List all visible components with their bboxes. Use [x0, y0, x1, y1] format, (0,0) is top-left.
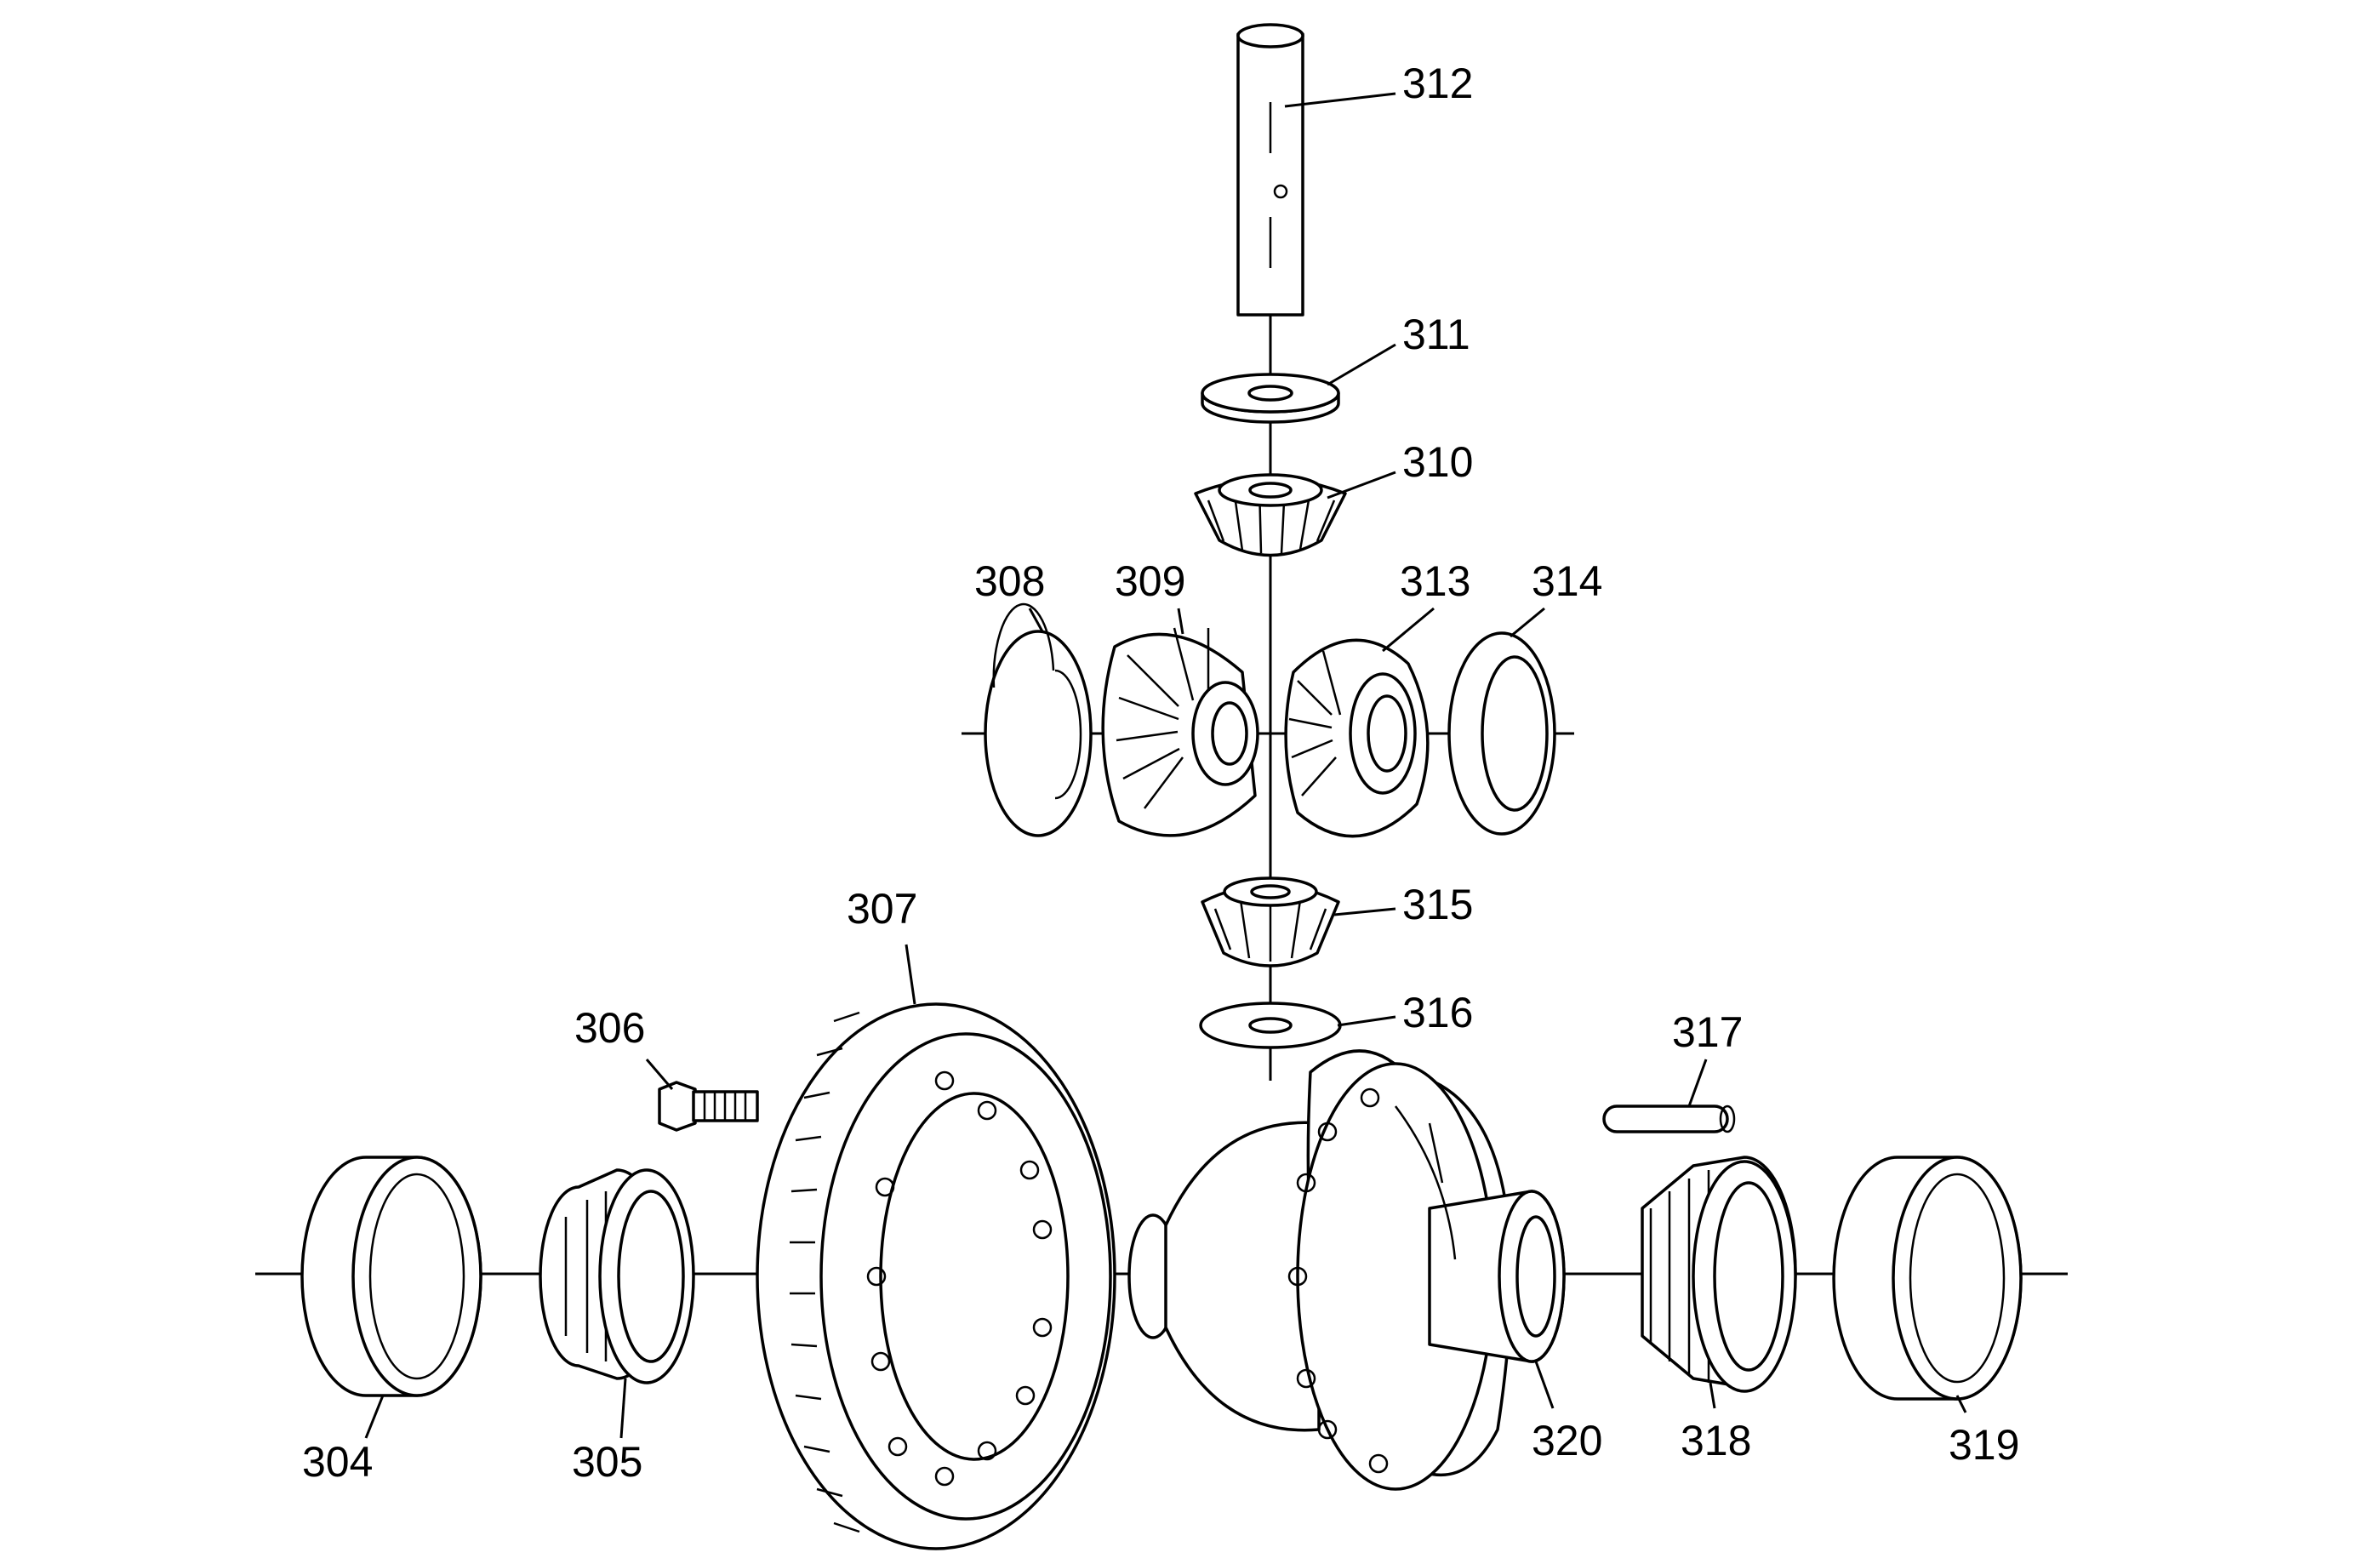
ring-gear-307: [756, 1002, 1116, 1550]
pinion-shaft-312: [1236, 23, 1304, 317]
callout-320: 320: [1532, 1417, 1602, 1464]
side-gear-309: [1101, 627, 1259, 837]
pinion-gear-310: [1194, 473, 1347, 557]
callout-318: 318: [1681, 1417, 1751, 1464]
callout-312: 312: [1402, 60, 1473, 107]
thrust-washer-314: [1447, 631, 1556, 836]
callout-309: 309: [1115, 557, 1185, 605]
callout-316: 316: [1402, 989, 1473, 1036]
callout-313: 313: [1400, 557, 1470, 605]
callout-314: 314: [1532, 557, 1602, 605]
bearing-cone-305: [539, 1168, 695, 1384]
thrust-washer-316: [1199, 1002, 1342, 1049]
pinion-gear-315: [1201, 876, 1340, 968]
thrust-washer-308: [984, 602, 1093, 837]
callout-319: 319: [1949, 1421, 2019, 1469]
callout-labels: 312 311 310 308 309 313 314 315 316 307 …: [302, 60, 2019, 1486]
bearing-cone-318: [1641, 1156, 1797, 1393]
callout-307: 307: [847, 885, 917, 933]
callout-317: 317: [1672, 1008, 1743, 1056]
thrust-washer-311: [1201, 373, 1340, 424]
callout-305: 305: [572, 1438, 642, 1486]
callout-308: 308: [974, 557, 1045, 605]
dowel-pin-317: [1602, 1105, 1736, 1133]
differential-case-320: [1127, 1049, 1566, 1491]
callout-311: 311: [1402, 311, 1470, 358]
bearing-cup-319: [1832, 1156, 2023, 1401]
leader-lines: [364, 92, 1967, 1439]
callout-304: 304: [302, 1438, 373, 1486]
callout-306: 306: [574, 1004, 645, 1052]
ring-gear-bolt-306: [658, 1081, 759, 1132]
callout-315: 315: [1402, 881, 1473, 928]
callout-310: 310: [1402, 438, 1473, 486]
bearing-cup-304: [300, 1156, 482, 1397]
side-gear-313: [1284, 638, 1430, 838]
